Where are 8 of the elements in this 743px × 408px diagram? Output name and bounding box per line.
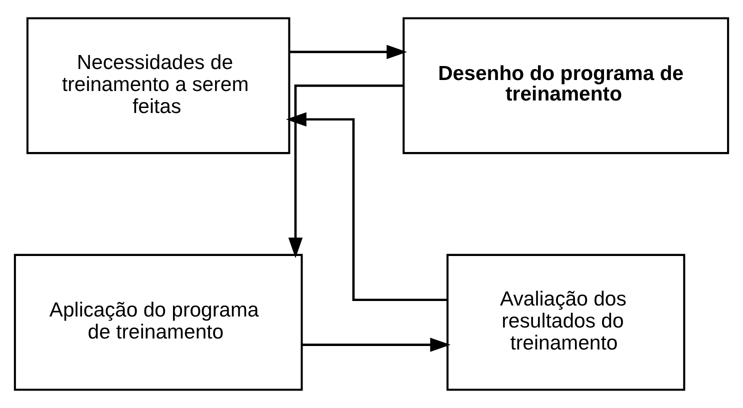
arrow (288, 84, 404, 258)
node-box: Desenho do programa de treinamento (402, 17, 730, 154)
node-box: Aplicação do programa de treinamento (14, 254, 303, 391)
node-box: Necessidades de treinamento a serem feitas (26, 17, 290, 154)
arrow (286, 112, 448, 302)
arrow (290, 44, 408, 60)
node-box: Avaliação dos resultados do treinamento (446, 254, 686, 391)
arrow (302, 338, 451, 352)
